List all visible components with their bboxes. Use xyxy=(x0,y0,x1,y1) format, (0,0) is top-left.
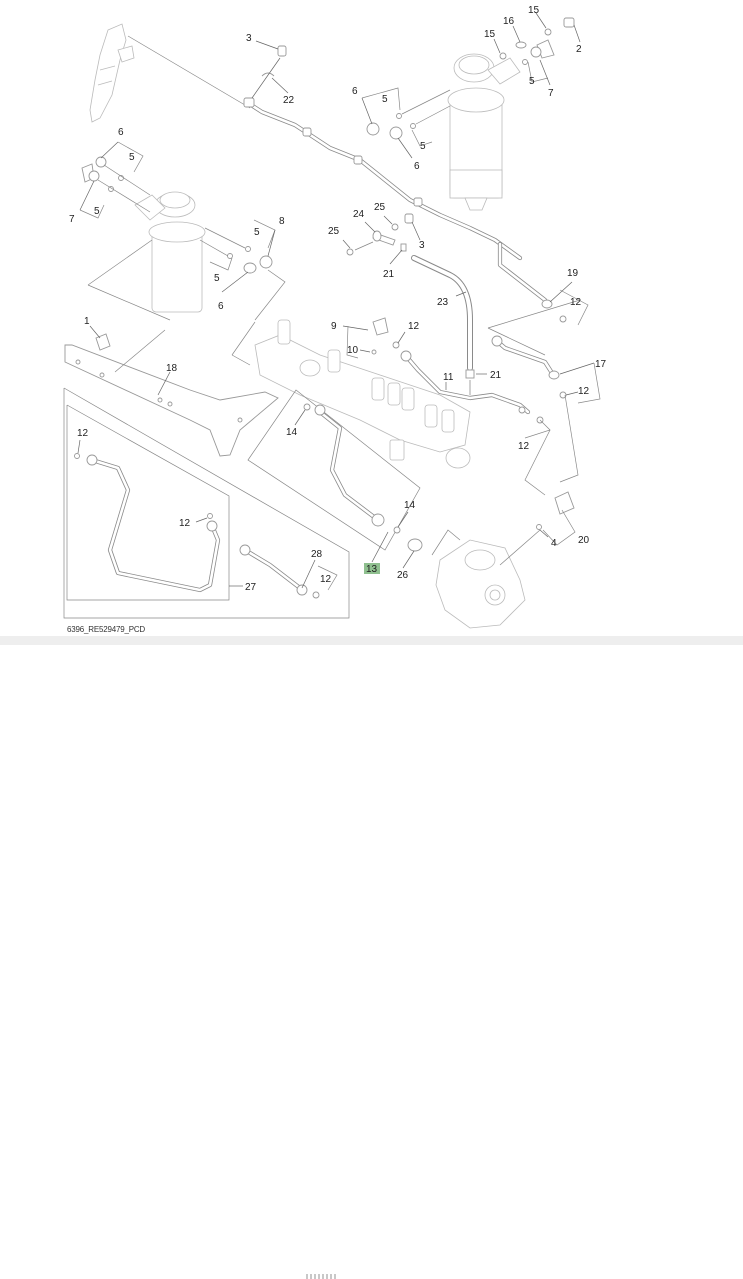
fitting-26 xyxy=(407,538,423,552)
fitting xyxy=(95,156,107,168)
callout-6[interactable]: 6 xyxy=(218,301,224,312)
callout-15[interactable]: 15 xyxy=(528,5,540,16)
group-box-outer xyxy=(63,387,350,619)
callout-12[interactable]: 12 xyxy=(320,574,332,585)
callout-7[interactable]: 7 xyxy=(69,214,75,225)
leak-off-line xyxy=(243,97,553,309)
elbow-fitting xyxy=(372,317,389,336)
group-box-13 xyxy=(247,389,421,551)
callout-5[interactable]: 5 xyxy=(382,94,388,105)
fuel-line-28 xyxy=(239,544,320,599)
callout-25[interactable]: 25 xyxy=(328,226,340,237)
banjo-bolt xyxy=(277,45,287,57)
callout-12[interactable]: 12 xyxy=(570,297,582,308)
callout-12[interactable]: 12 xyxy=(179,518,191,529)
callout-15[interactable]: 15 xyxy=(484,29,496,40)
callout-18[interactable]: 18 xyxy=(166,363,178,374)
fuel-rail xyxy=(254,319,471,469)
callout-9[interactable]: 9 xyxy=(331,321,337,332)
callout-26[interactable]: 26 xyxy=(397,570,409,581)
callout-25[interactable]: 25 xyxy=(374,202,386,213)
callout-7[interactable]: 7 xyxy=(548,88,554,99)
highlight-13-bg xyxy=(364,563,380,574)
high-pressure-pump xyxy=(435,539,526,629)
callout-6[interactable]: 6 xyxy=(118,127,124,138)
callout-4[interactable]: 4 xyxy=(551,538,557,549)
callout-1[interactable]: 1 xyxy=(84,316,90,327)
fuel-filter-left xyxy=(134,191,206,313)
callout-21[interactable]: 21 xyxy=(490,370,502,381)
callout-5[interactable]: 5 xyxy=(529,76,535,87)
fuel-line-11 xyxy=(400,350,544,424)
fuel-line-13 xyxy=(303,403,401,534)
callout-14[interactable]: 14 xyxy=(404,500,416,511)
callout-12[interactable]: 12 xyxy=(408,321,420,332)
bracket xyxy=(64,344,279,457)
fuel-filter-right xyxy=(447,53,521,211)
callout-19[interactable]: 19 xyxy=(567,268,579,279)
parts-diagram: 3 22 6 5 7 5 5 8 5 6 6 5 5 6 15 16 15 2 … xyxy=(63,5,607,629)
callout-8[interactable]: 8 xyxy=(279,216,285,227)
callout-12[interactable]: 12 xyxy=(518,441,530,452)
fuel-line-17 xyxy=(491,335,560,380)
callout-24[interactable]: 24 xyxy=(353,209,365,220)
callout-5[interactable]: 5 xyxy=(254,227,260,238)
fitting-20 xyxy=(554,491,575,515)
resize-grip-handle[interactable] xyxy=(306,1274,336,1279)
fuel-line-27 xyxy=(74,453,221,593)
callout-6[interactable]: 6 xyxy=(414,161,420,172)
return-hose xyxy=(411,255,475,395)
callout-20[interactable]: 20 xyxy=(578,535,590,546)
callout-12[interactable]: 12 xyxy=(77,428,89,439)
callout-17[interactable]: 17 xyxy=(595,359,607,370)
leader-injector xyxy=(127,35,251,109)
callout-11[interactable]: 11 xyxy=(443,372,454,383)
callout-5[interactable]: 5 xyxy=(214,273,220,284)
callout-27[interactable]: 27 xyxy=(245,582,257,593)
callout-23[interactable]: 23 xyxy=(437,297,449,308)
callout-16[interactable]: 16 xyxy=(503,16,515,27)
callout-14[interactable]: 14 xyxy=(286,427,298,438)
callout-21[interactable]: 21 xyxy=(383,269,395,280)
callout-10[interactable]: 10 xyxy=(347,345,359,356)
callout-6[interactable]: 6 xyxy=(352,86,358,97)
diagram-reference-id: 6396_RE529479_PCD xyxy=(67,625,145,634)
callout-2[interactable]: 2 xyxy=(576,44,582,55)
callout-5[interactable]: 5 xyxy=(94,206,100,217)
callout-13-highlighted[interactable]: 13 xyxy=(366,564,378,575)
callout-5[interactable]: 5 xyxy=(129,152,135,163)
clip xyxy=(261,72,275,77)
callout-28[interactable]: 28 xyxy=(311,549,323,560)
callout-3[interactable]: 3 xyxy=(419,240,425,251)
panel-resize-bar[interactable] xyxy=(0,636,743,1279)
callout-5[interactable]: 5 xyxy=(420,141,426,152)
callout-22[interactable]: 22 xyxy=(283,95,295,106)
group-box-27 xyxy=(66,404,230,601)
callout-3[interactable]: 3 xyxy=(246,33,252,44)
fuel-injector xyxy=(89,23,135,123)
callouts: 3 22 6 5 7 5 5 8 5 6 6 5 5 6 15 16 15 2 … xyxy=(69,5,607,593)
bolt xyxy=(95,333,111,351)
callout-12[interactable]: 12 xyxy=(578,386,590,397)
